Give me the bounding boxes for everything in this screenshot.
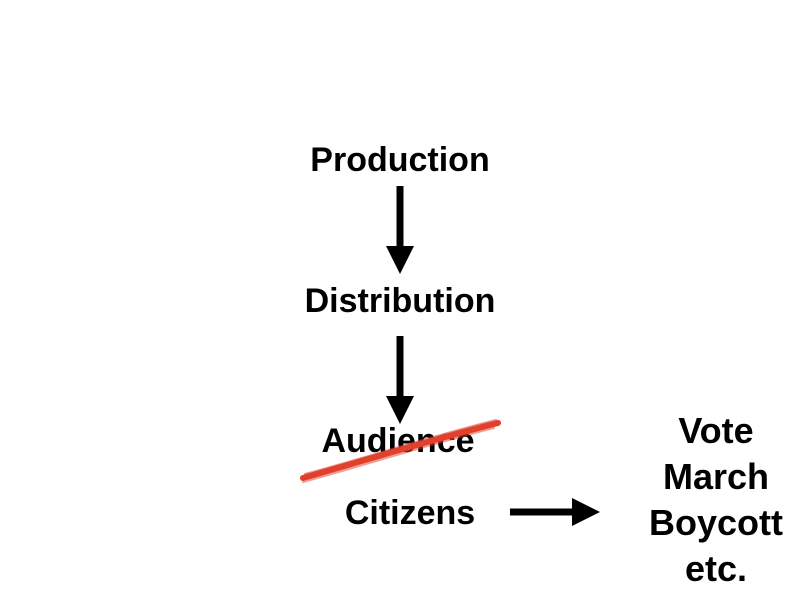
- strikethrough-audience: [300, 419, 501, 483]
- node-production: Production: [310, 141, 490, 179]
- action-vote: Vote: [678, 410, 754, 451]
- node-citizens: Citizens: [344, 494, 476, 532]
- action-list: Vote March Boycott etc.: [649, 408, 783, 592]
- node-distribution: Distribution: [304, 282, 496, 320]
- action-etc: etc.: [684, 548, 748, 589]
- arrow-distribution-to-audience: [386, 336, 414, 424]
- arrow-production-to-distribution: [386, 186, 414, 274]
- arrow-citizens-to-actions: [510, 498, 600, 526]
- action-march: March: [662, 456, 770, 497]
- action-boycott: Boycott: [649, 502, 783, 543]
